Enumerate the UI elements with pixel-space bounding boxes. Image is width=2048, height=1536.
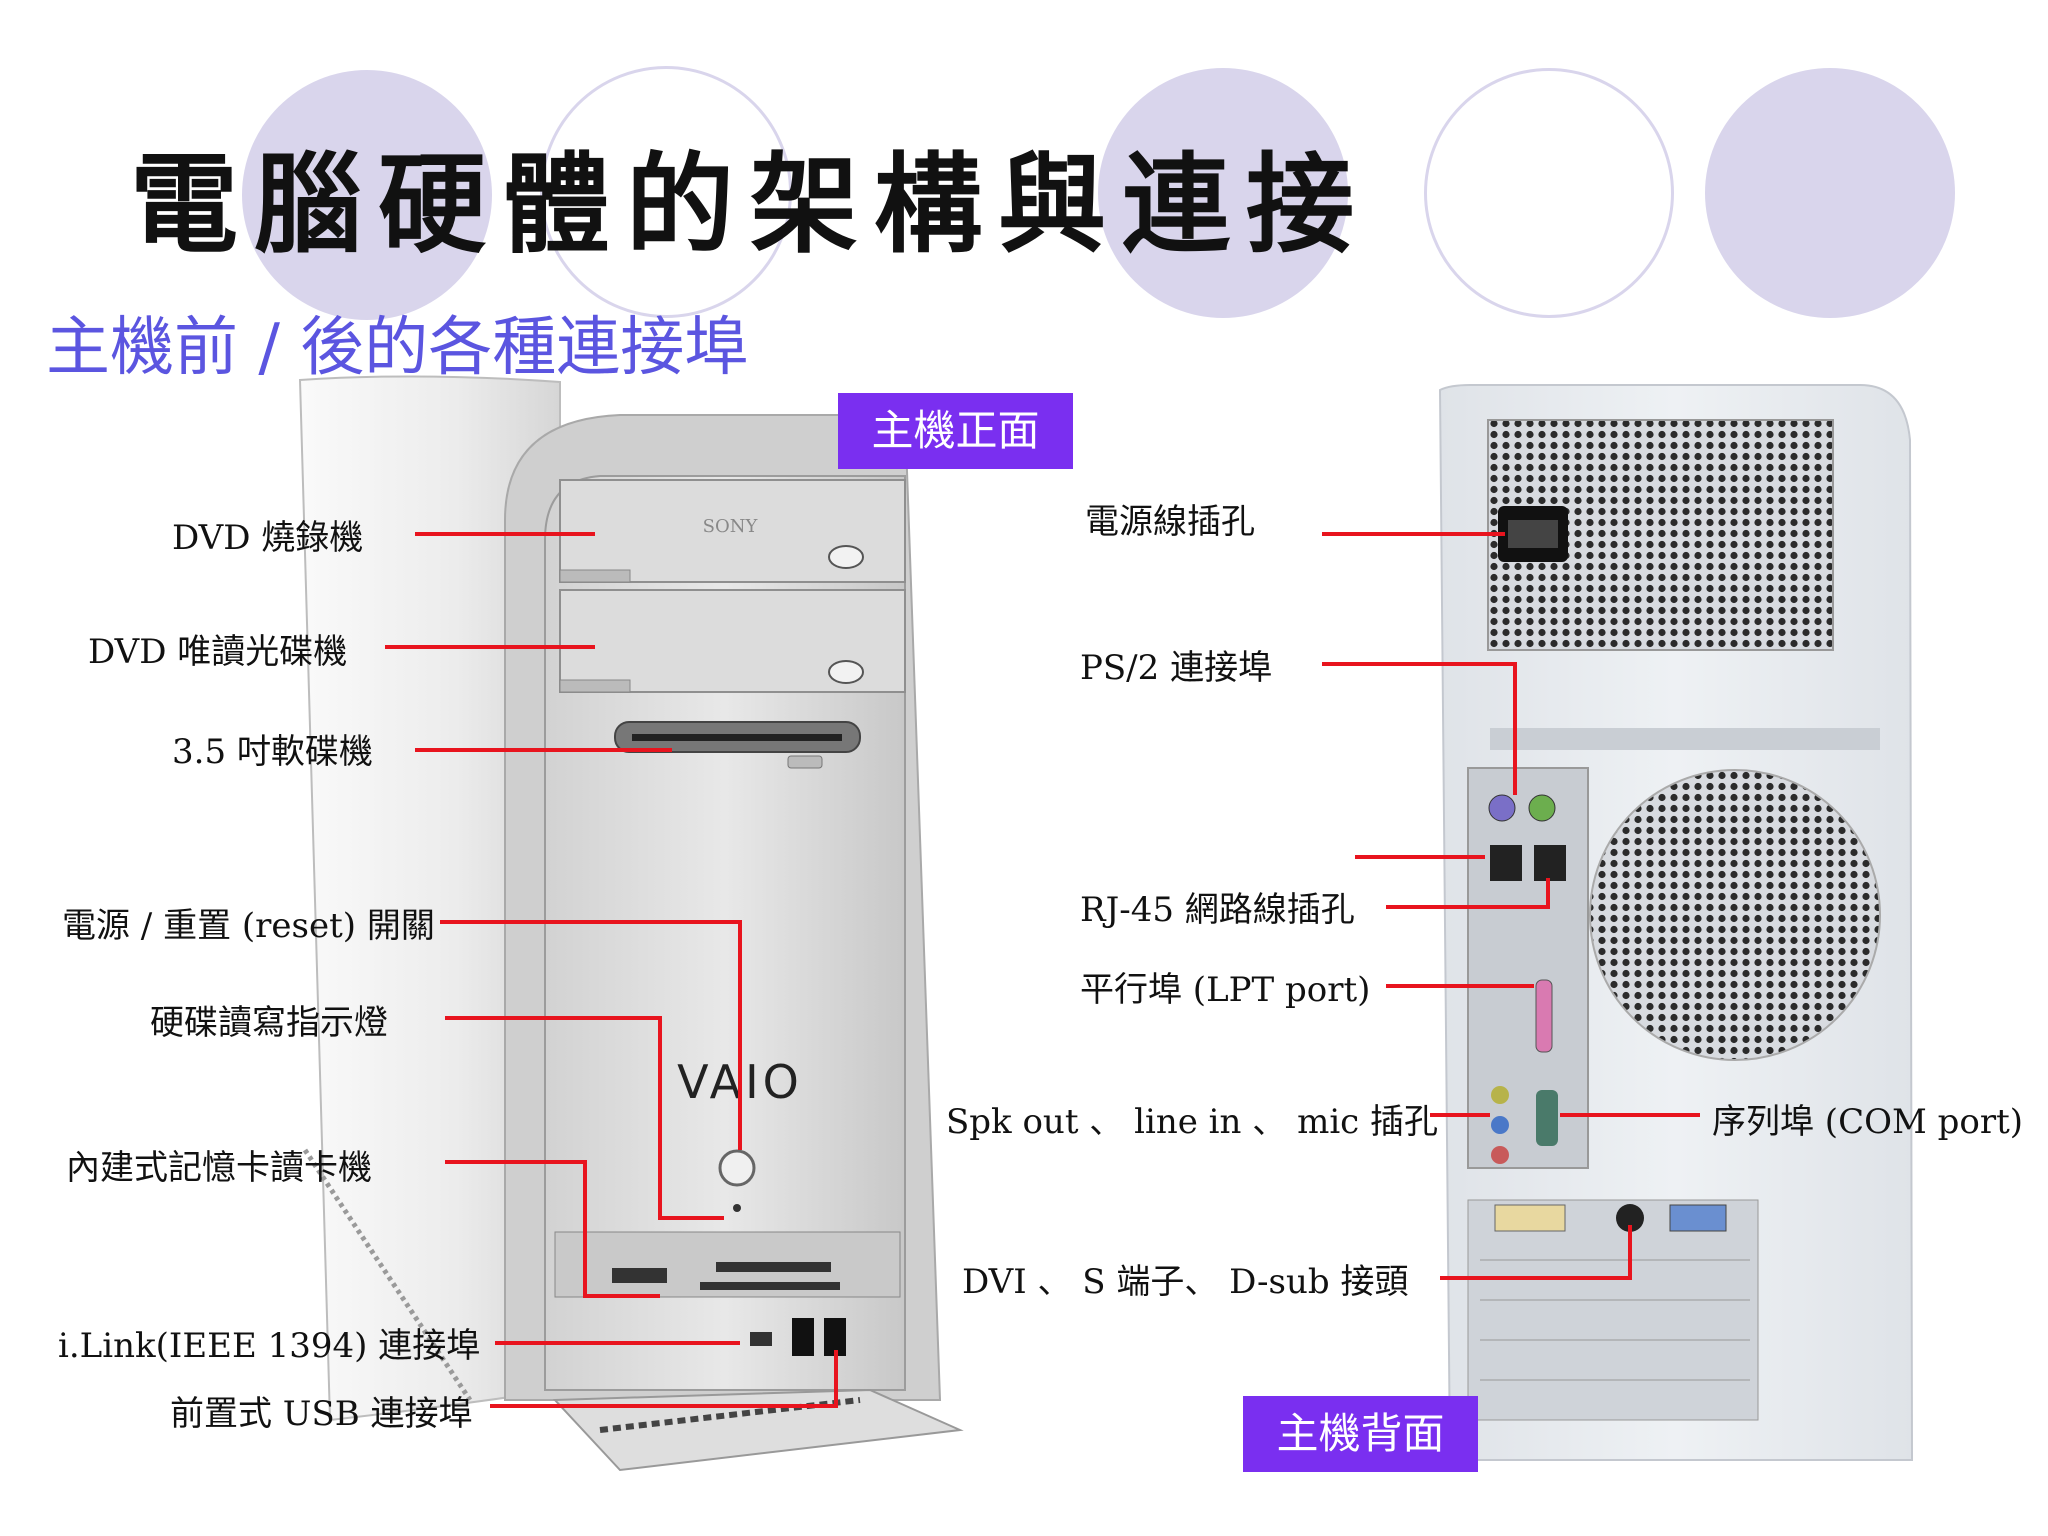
callout-line-ps2: [1322, 662, 1517, 795]
label-rj45: RJ-45 網路線插孔: [1080, 890, 1355, 930]
label-video: DVI 、 S 端子、 D-sub 接頭: [962, 1262, 1409, 1302]
decorative-circle-5: [1705, 68, 1955, 318]
callout-line-hdd-led: [445, 1016, 724, 1220]
front-brand: SONY: [703, 516, 759, 537]
label-card-reader: 內建式記憶卡讀卡機: [66, 1148, 372, 1188]
label-front-usb: 前置式 USB 連接埠: [170, 1394, 473, 1434]
label-audio: Spk out 、 line in 、 mic 插孔: [946, 1102, 1439, 1142]
label-dvd-rom: DVD 唯讀光碟機: [88, 632, 348, 672]
label-power-socket: 電源線插孔: [1085, 502, 1255, 542]
label-power-reset: 電源 / 重置 (reset) 開關: [62, 906, 435, 946]
decorative-circle-3: [1098, 68, 1348, 318]
back-case: [1438, 384, 1914, 1461]
label-ps2: PS/2 連接埠: [1080, 648, 1273, 688]
decorative-circle-1: [242, 70, 492, 320]
decorative-circle-2: [540, 66, 792, 318]
page-title: 電腦硬體的架構與連接: [130, 143, 1371, 268]
label-com: 序列埠 (COM port): [1712, 1102, 2023, 1142]
callout-line-rj45: [1386, 878, 1550, 909]
callout-line-power-reset: [440, 920, 742, 1150]
decorative-circle-4: [1424, 68, 1674, 318]
page-subtitle: 主機前 / 後的各種連接埠: [46, 311, 749, 385]
label-hdd-led: 硬碟讀寫指示燈: [150, 1003, 388, 1043]
back-view-tag: 主機背面: [1243, 1396, 1478, 1472]
label-ilink: i.Link(IEEE 1394) 連接埠: [58, 1326, 481, 1366]
front-view-tag: 主機正面: [838, 393, 1073, 469]
callout-line-front-usb: [490, 1350, 838, 1408]
front-case: [298, 375, 964, 1472]
callout-line-card-reader: [445, 1160, 660, 1298]
label-dvd-burner: DVD 燒錄機: [172, 518, 364, 558]
label-lpt: 平行埠 (LPT port): [1080, 970, 1371, 1010]
callout-line-video: [1440, 1225, 1632, 1280]
callout-lines: [385, 532, 1700, 1408]
label-floppy: 3.5 吋軟碟機: [172, 732, 373, 772]
